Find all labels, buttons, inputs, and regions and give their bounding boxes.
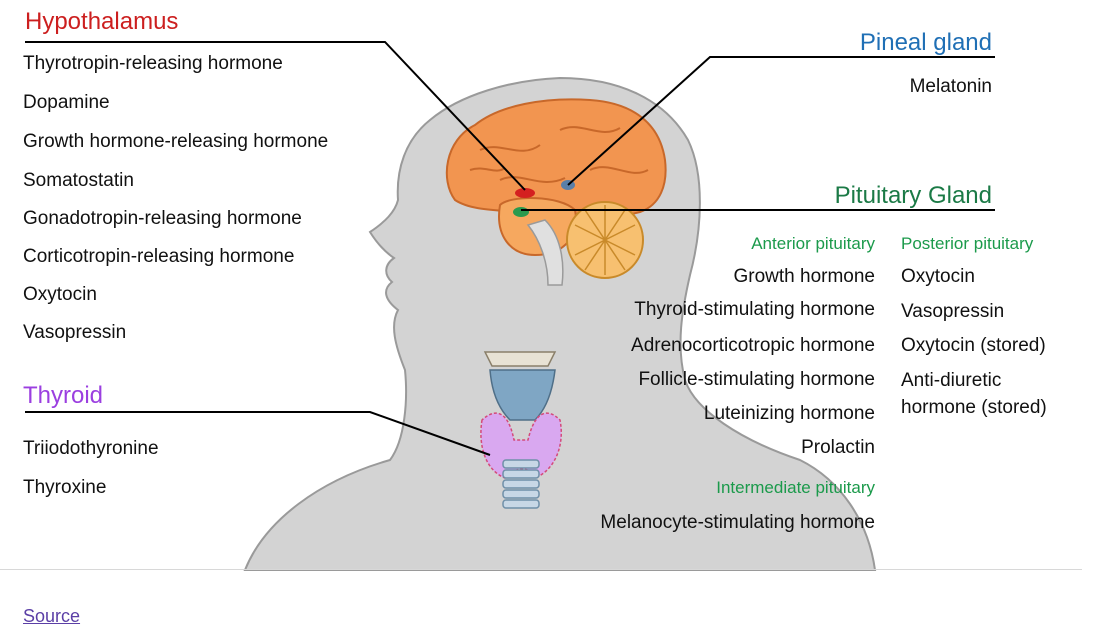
source-link[interactable]: Source	[23, 606, 80, 627]
intermediate-hormone: Melanocyte-stimulating hormone	[600, 512, 875, 534]
posterior-hormone: Vasopressin	[901, 301, 1004, 323]
pituitary-title: Pituitary Gland	[835, 182, 992, 210]
anterior-hormone: Adrenocorticotropic hormone	[631, 335, 875, 357]
pineal-title: Pineal gland	[860, 29, 992, 57]
hypothalamus-hormone: Dopamine	[23, 92, 110, 114]
hypothalamus-hormone: Oxytocin	[23, 284, 97, 306]
hypothalamus-hormone: Gonadotropin-releasing hormone	[23, 208, 302, 230]
anterior-hormone: Follicle-stimulating hormone	[638, 369, 875, 391]
hypothalamus-hormone: Somatostatin	[23, 170, 134, 192]
anterior-hormone: Luteinizing hormone	[704, 403, 875, 425]
anterior-hormone: Prolactin	[801, 437, 875, 459]
hypothalamus-title: Hypothalamus	[25, 8, 178, 36]
posterior-hormone: Oxytocin (stored)	[901, 335, 1046, 357]
thyroid-title: Thyroid	[23, 382, 103, 410]
pituitary-marker	[513, 207, 529, 217]
intermediate-pituitary-title: Intermediate pituitary	[716, 478, 875, 498]
posterior-pituitary-title: Posterior pituitary	[901, 234, 1033, 254]
posterior-hormone: Anti-diuretic	[901, 370, 1001, 392]
hypothalamus-hormone: Vasopressin	[23, 322, 126, 344]
posterior-hormone: hormone (stored)	[901, 397, 1047, 419]
hypothalamus-hormone: Corticotropin-releasing hormone	[23, 246, 294, 268]
hyoid	[485, 352, 555, 366]
bottom-divider	[0, 569, 1082, 570]
anterior-hormone: Thyroid-stimulating hormone	[634, 299, 875, 321]
hypothalamus-hormone: Growth hormone-releasing hormone	[23, 131, 328, 153]
posterior-hormone: Oxytocin	[901, 266, 975, 288]
thyroid-hormone: Triiodothyronine	[23, 438, 159, 460]
pineal-hormone: Melatonin	[910, 76, 992, 98]
trachea	[503, 460, 539, 508]
thyroid-hormone: Thyroxine	[23, 477, 106, 499]
anterior-hormone: Growth hormone	[733, 266, 875, 288]
anterior-pituitary-title: Anterior pituitary	[751, 234, 875, 254]
hypothalamus-hormone: Thyrotropin-releasing hormone	[23, 53, 283, 75]
